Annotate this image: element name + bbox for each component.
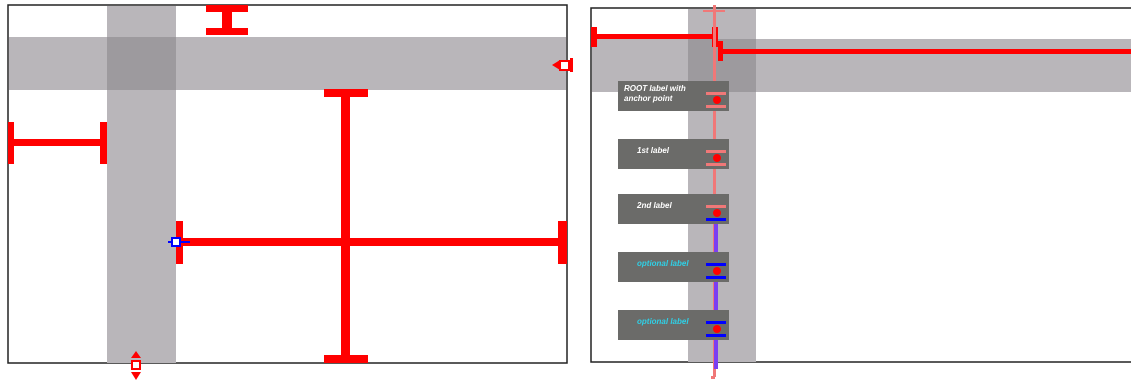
anchor-tick bbox=[706, 321, 726, 324]
anchor-tick bbox=[706, 218, 726, 221]
anchor-tick bbox=[706, 150, 726, 153]
anchor-tick bbox=[706, 263, 726, 266]
blue-anchor-handle[interactable] bbox=[168, 237, 190, 247]
right-long-dimension bbox=[718, 41, 1131, 61]
left-horizontal-band bbox=[9, 37, 566, 90]
anchor-tick bbox=[706, 163, 726, 166]
anchor-point bbox=[713, 209, 721, 217]
anchor-point bbox=[713, 267, 721, 275]
label-text: optional label bbox=[637, 259, 689, 268]
label-text: optional label bbox=[637, 317, 689, 326]
optional-connector-line bbox=[714, 212, 718, 369]
vertical-i-beam bbox=[324, 89, 368, 363]
bottom-resize-handle[interactable] bbox=[131, 351, 141, 380]
anchor-guide-top-tick bbox=[703, 10, 725, 12]
left-band-overlap bbox=[107, 37, 176, 90]
anchor-point bbox=[713, 154, 721, 162]
label-text: ROOT label with bbox=[624, 84, 686, 93]
anchor-tick bbox=[706, 276, 726, 279]
label-item[interactable]: 2nd label bbox=[618, 194, 729, 224]
right-resize-handle[interactable] bbox=[552, 58, 573, 72]
anchor-point bbox=[713, 96, 721, 104]
anchor-tick bbox=[706, 334, 726, 337]
label-item[interactable]: 1st label bbox=[618, 139, 729, 169]
label-item[interactable]: optional label bbox=[618, 252, 729, 282]
anchor-guide-bottom-tick bbox=[711, 376, 715, 379]
label-text: 1st label bbox=[637, 146, 670, 155]
anchor-tick bbox=[706, 205, 726, 208]
anchor-point bbox=[713, 325, 721, 333]
anchor-tick bbox=[706, 105, 726, 108]
anchor-tick bbox=[706, 92, 726, 95]
left-horizontal-dimension bbox=[8, 122, 107, 164]
anchor-guide-line bbox=[713, 5, 716, 377]
label-text: 2nd label bbox=[636, 201, 672, 210]
label-item[interactable]: optional label bbox=[618, 310, 729, 340]
label-text: anchor point bbox=[624, 94, 673, 103]
top-i-beam bbox=[206, 5, 248, 35]
left-panel bbox=[7, 4, 573, 380]
